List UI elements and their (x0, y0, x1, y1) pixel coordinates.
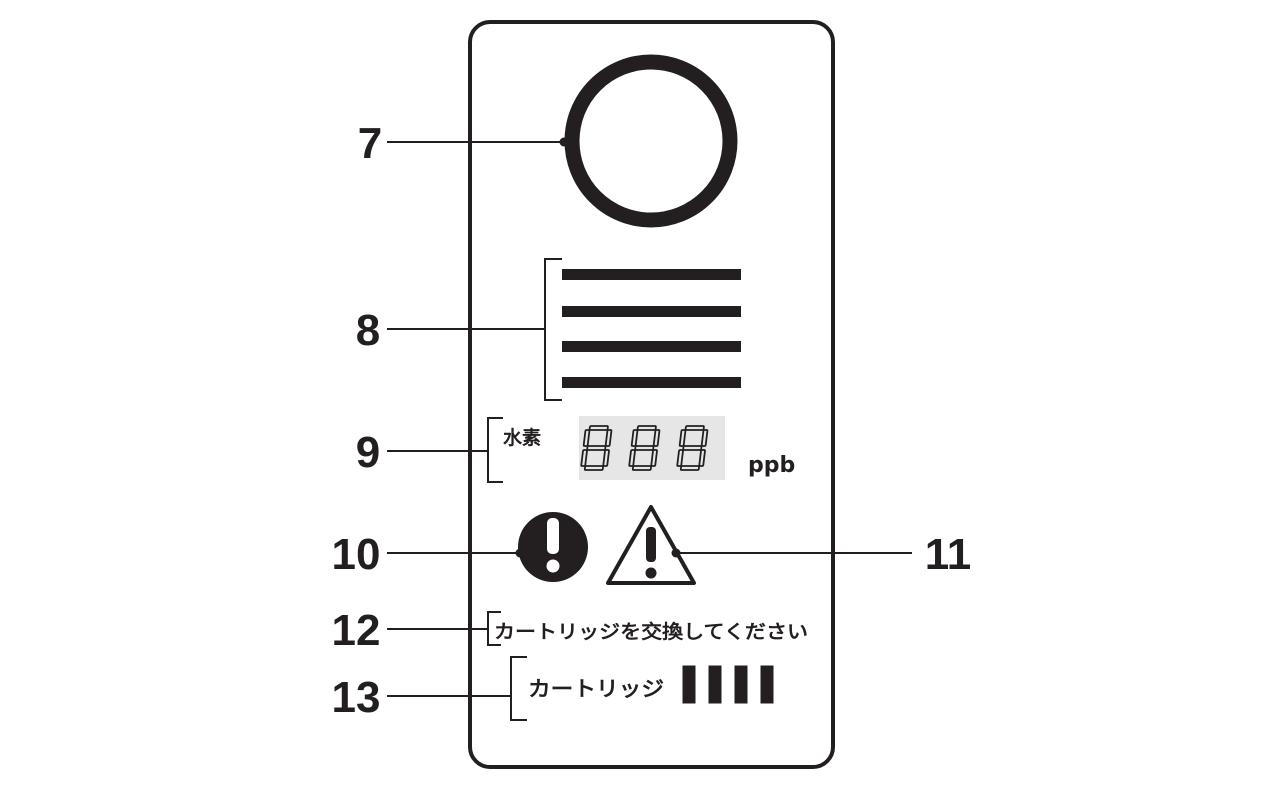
cartridge-level-gauge (682, 665, 774, 704)
digit-segment (580, 449, 588, 467)
callout-9: 9 (356, 428, 380, 477)
digit-segment (682, 445, 703, 451)
digit-segment (650, 449, 658, 467)
digit-segment (679, 465, 700, 471)
digit-segment (678, 429, 687, 447)
cartridge-level-bar (734, 665, 748, 704)
digit-segment (634, 445, 655, 451)
digit-segment (588, 425, 609, 431)
bracket-13 (510, 656, 527, 721)
callout-10: 10 (332, 530, 381, 579)
digit-segment (628, 449, 636, 467)
warning-triangle-icon (606, 505, 696, 585)
callout-11: 11 (925, 530, 972, 579)
ring-light-icon (564, 54, 738, 228)
cartridge-level-bar (682, 665, 696, 704)
replace-cartridge-message: カートリッジを交換してください (494, 620, 808, 643)
callout-13: 13 (332, 673, 381, 722)
digit-segment (684, 425, 705, 431)
leader-dot-10 (515, 548, 525, 558)
callout-7: 7 (358, 119, 382, 168)
indicator-bar (562, 377, 741, 388)
device-panel (468, 20, 835, 769)
callout-12: 12 (332, 606, 381, 655)
indicator-bar (562, 269, 741, 280)
digit-segment (602, 449, 610, 467)
digit-segment (583, 465, 604, 471)
digit-group (580, 425, 709, 471)
unit-label: ppb (748, 453, 795, 478)
indicator-bars-icon (562, 269, 741, 388)
digit-segment (698, 449, 706, 467)
cartridge-level-bar (708, 665, 722, 704)
callout-8: 8 (356, 306, 380, 355)
digit-segment (652, 429, 661, 447)
digit-segment (586, 445, 607, 451)
seven-segment-digit (628, 425, 661, 471)
digit-segment (631, 465, 652, 471)
digit-segment (604, 429, 613, 447)
exclamation-circle-icon (518, 512, 588, 582)
digit-segment (676, 449, 684, 467)
seven-segment-digit (580, 425, 613, 471)
seven-segment-digit (676, 425, 709, 471)
digit-segment (700, 429, 709, 447)
indicator-bar (562, 341, 741, 352)
leader-dot-11 (671, 548, 681, 558)
cartridge-label: カートリッジ (528, 677, 664, 701)
digit-segment (630, 429, 639, 447)
leader-dot-7 (559, 137, 569, 147)
digit-segment (636, 425, 657, 431)
cartridge-level-bar (760, 665, 774, 704)
indicator-bar (562, 306, 741, 317)
hydrogen-label: 水素 (503, 426, 541, 449)
digit-segment (582, 429, 591, 447)
